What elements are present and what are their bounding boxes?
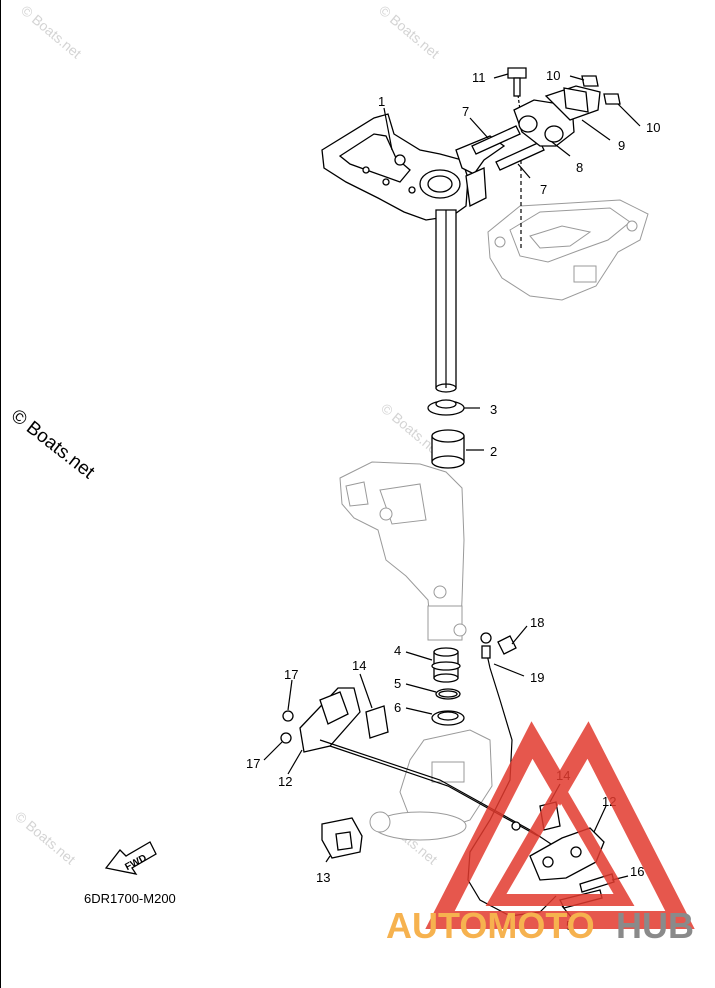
callout-8: 8 — [576, 160, 583, 175]
bushing-and-sleeve — [427, 399, 465, 469]
stud-bolts — [471, 125, 545, 171]
lower-casing-ghost — [369, 729, 493, 841]
left-mount-bracket — [280, 687, 561, 851]
lower-bushing-stack — [431, 647, 465, 726]
callout-17b: 17 — [246, 756, 260, 771]
callout-7a: 7 — [462, 104, 469, 119]
steering-handle-bracket — [321, 113, 506, 221]
callout-2: 2 — [490, 444, 497, 459]
faint-watermark: © Boats.net — [12, 808, 79, 867]
callout-leaders — [263, 73, 641, 919]
automotohub-logo: AUTOMOTO HUB — [386, 721, 695, 946]
callout-18: 18 — [530, 615, 544, 630]
fwd-arrow: FWD — [104, 841, 157, 875]
callout-9: 9 — [618, 138, 625, 153]
callout-13: 13 — [316, 870, 330, 885]
logo-text-hub: HUB — [616, 905, 694, 946]
mount-block — [321, 817, 363, 859]
callout-16: 16 — [630, 864, 644, 879]
callout-1: 1 — [378, 94, 385, 109]
callout-12a: 12 — [278, 774, 292, 789]
callout-7b: 7 — [540, 182, 547, 197]
callout-11: 11 — [472, 70, 486, 85]
callout-5a: 5 — [394, 676, 401, 691]
callout-10a: 10 — [546, 68, 560, 83]
faint-watermark: © Boats.net — [18, 2, 85, 61]
callout-3: 3 — [490, 402, 497, 417]
logo-text-automoto: AUTOMOTO — [386, 905, 595, 946]
mount-rubber-assembly — [507, 67, 621, 147]
swivel-bracket-ghost — [339, 461, 467, 641]
upper-casing-ghost — [487, 199, 649, 301]
faint-watermark: © Boats.net — [376, 2, 443, 61]
triangle-logo-icon — [425, 721, 695, 929]
page-left-border — [0, 0, 1, 988]
steering-shaft — [435, 209, 457, 393]
callout-10b: 10 — [646, 120, 660, 135]
figure-code: 6DR1700-M200 — [84, 891, 176, 906]
boats-net-watermark: © Boats.net — [7, 405, 99, 483]
callout-19: 19 — [530, 670, 544, 685]
callout-4: 4 — [394, 643, 401, 658]
callout-17a: 17 — [284, 667, 298, 682]
callout-14a: 14 — [352, 658, 366, 673]
callout-6: 6 — [394, 700, 401, 715]
